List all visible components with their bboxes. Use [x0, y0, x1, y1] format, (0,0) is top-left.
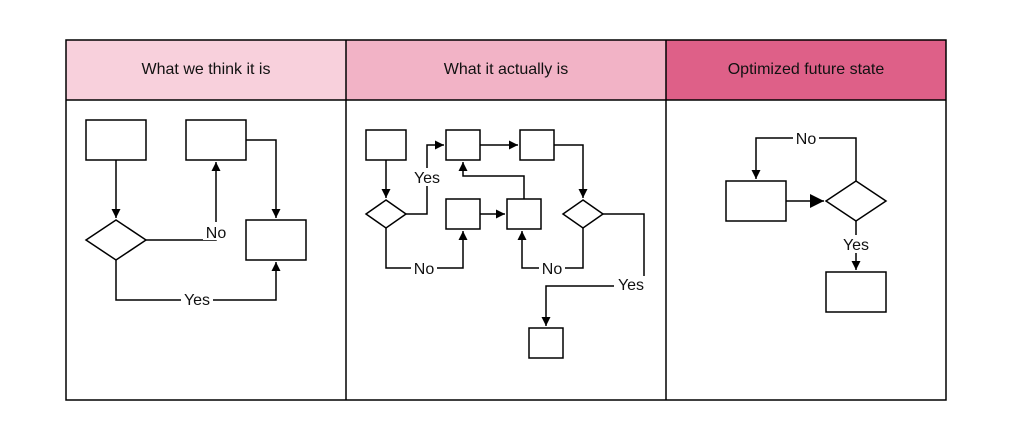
label-yes: Yes: [184, 292, 210, 309]
process-box: [506, 198, 542, 230]
label-yes: Yes: [414, 170, 440, 187]
label-bg: [793, 129, 819, 147]
process-box: [725, 180, 787, 222]
connector-arrow: [458, 162, 525, 199]
process-box: [445, 129, 481, 161]
process-box: [825, 271, 887, 313]
flow-current: No Yes: [84, 119, 307, 309]
process-box: [365, 129, 407, 161]
flow-future: No Yes: [725, 129, 888, 313]
process-box: [445, 198, 481, 230]
label-bg: [411, 168, 443, 186]
decision-diamond: [364, 199, 408, 229]
decision-diamond: [561, 199, 605, 229]
label-no: No: [796, 131, 817, 148]
label-no: No: [542, 261, 563, 278]
connector-arrow: [554, 144, 588, 198]
header-cell-future: [666, 40, 946, 100]
process-box: [519, 129, 555, 161]
connector-arrow: [246, 139, 281, 218]
process-box: [245, 219, 307, 261]
header-cell-current: [66, 40, 346, 100]
label-bg: [181, 291, 213, 309]
label-yes: Yes: [618, 277, 644, 294]
label-bg: [203, 222, 229, 240]
decision-diamond: [824, 180, 888, 222]
process-box: [85, 119, 147, 161]
process-box: [185, 119, 247, 161]
column-title-actual: What it actually is: [444, 61, 568, 78]
header-cell-actual: [346, 40, 666, 100]
column-title-future: Optimized future state: [728, 61, 885, 78]
label-yes: Yes: [843, 237, 869, 254]
label-bg: [539, 259, 565, 277]
decision-diamond: [84, 219, 148, 261]
label-no: No: [414, 261, 435, 278]
column-title-current: What we think it is: [142, 61, 271, 78]
label-bg: [839, 235, 873, 253]
table-grid: [65, 39, 947, 401]
label-bg: [411, 259, 437, 277]
label-no: No: [206, 225, 227, 242]
label-bg: [614, 276, 648, 294]
flow-actual: Yes No No Yes: [364, 129, 648, 359]
process-box: [528, 327, 564, 359]
